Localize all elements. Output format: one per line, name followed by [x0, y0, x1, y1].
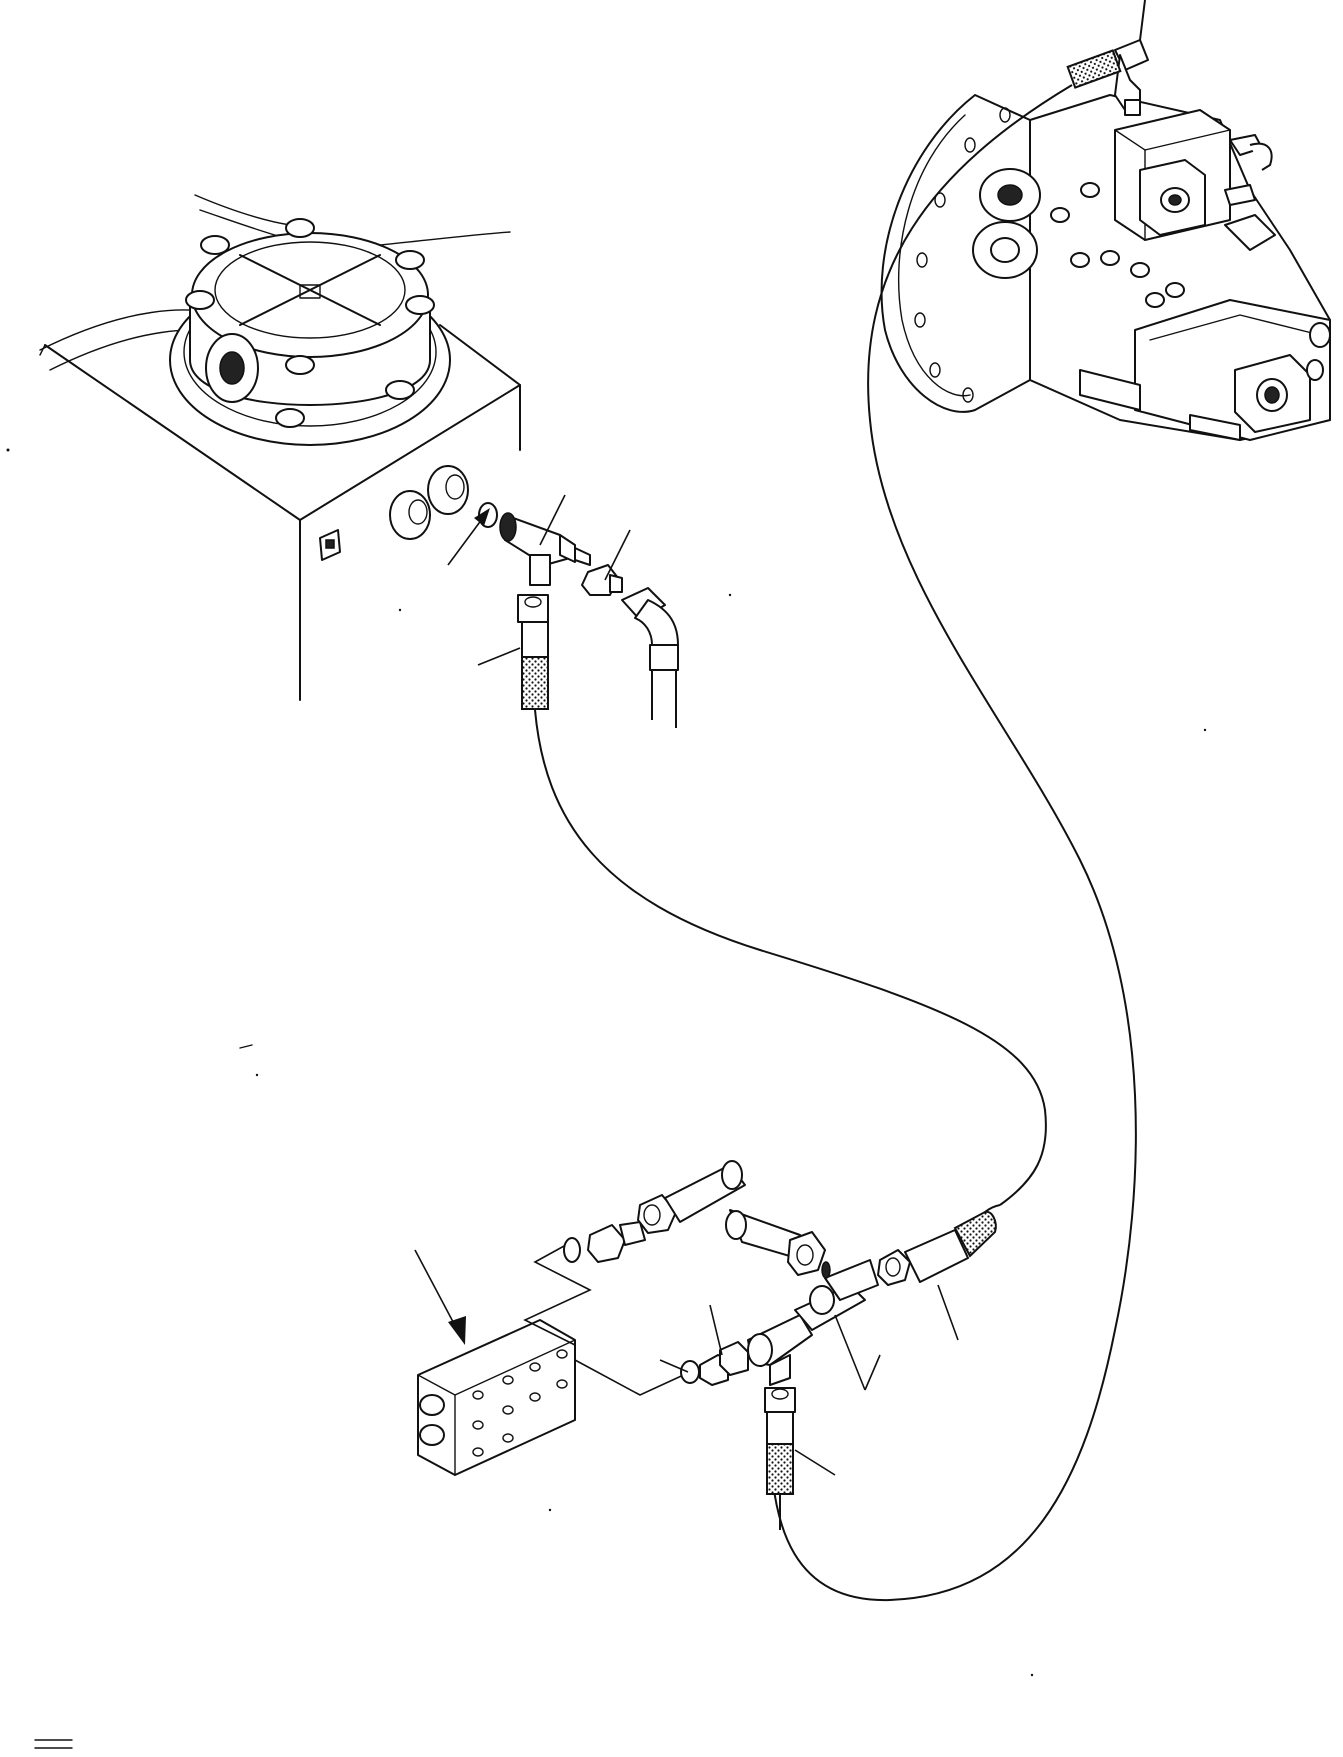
- filter-cover: [169, 218, 451, 446]
- gauge-hose-lower: [764, 1387, 796, 1530]
- adapter-nuts: [389, 465, 469, 540]
- o-ring-lower-icon: [680, 1360, 700, 1384]
- tee-fitting-lower: [747, 1259, 879, 1386]
- cover-bolt-icon: [185, 218, 435, 428]
- connector-nut-lower: [877, 1249, 911, 1286]
- connector-nut-upper: [581, 564, 623, 596]
- port-hole-icon: [472, 1349, 568, 1457]
- elbow-hose-icon: [621, 587, 679, 728]
- callout-leaders: [447, 494, 959, 1476]
- tank-drain-plug-icon: [319, 529, 341, 561]
- valve-block: [417, 1319, 576, 1476]
- pump-elbow-fitting-icon: [1066, 39, 1149, 116]
- tee-fitting-upper: [499, 512, 591, 586]
- flange-bolt-hole-icon: [914, 107, 1011, 403]
- gauge-hose-right: [769, 0, 1146, 1602]
- gauge-hose-lower-right: [904, 1204, 1001, 1283]
- return-line-adapters: [563, 1160, 746, 1263]
- return-hose-icon: [725, 1209, 826, 1276]
- print-marks: [6, 448, 1207, 1749]
- view-arrow-icon: [414, 1249, 466, 1345]
- gauge-hose-upper: [517, 594, 1047, 1206]
- nipple-lower: [699, 1341, 749, 1386]
- main-pump: [880, 94, 1331, 441]
